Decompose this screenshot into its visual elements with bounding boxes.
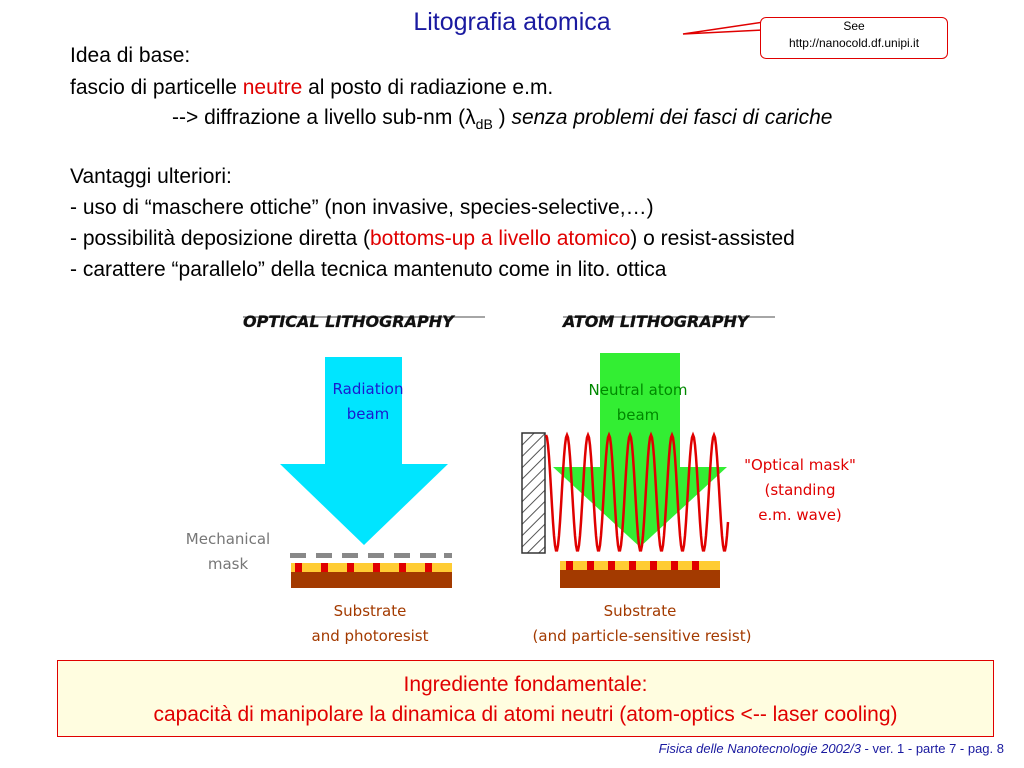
- optical-mask-label-1: "Optical mask": [744, 456, 856, 474]
- see-url[interactable]: http://nanocold.df.unipi.it: [788, 36, 920, 50]
- optical-mask-label-2: (standing: [765, 481, 836, 499]
- advantage-item-2-red: bottoms-up a livello atomico: [370, 227, 631, 250]
- substrate-left: [291, 563, 452, 588]
- mech-mask-label-1: Mechanical: [186, 530, 270, 548]
- intro-line-3-italic: senza problemi dei fasci di cariche: [505, 106, 833, 129]
- key-ingredient-text: capacità di manipolare la dinamica di at…: [153, 703, 898, 726]
- lambda-subscript: dB: [475, 116, 493, 133]
- substrate-right-label-2: (and particle-sensitive resist): [533, 627, 752, 645]
- lambda-symbol: λ: [465, 106, 476, 129]
- radiation-label-1: Radiation: [333, 380, 404, 398]
- key-ingredient-box: Ingrediente fondamentale: capacità di ma…: [57, 660, 994, 737]
- atom-lithography-title: ATOM LITHOGRAPHY: [561, 312, 750, 331]
- neutral-atom-label-2: beam: [617, 406, 660, 424]
- footer-page: - ver. 1 - parte 7 - pag. 8: [860, 741, 1004, 756]
- footer: Fisica delle Nanotecnologie 2002/3 - ver…: [659, 741, 1004, 756]
- standing-wave: [544, 431, 730, 552]
- key-ingredient-heading: Ingrediente fondamentale:: [403, 673, 648, 696]
- advantages-heading: Vantaggi ulteriori:: [70, 165, 232, 188]
- advantage-item-3: - carattere “parallelo” della tecnica ma…: [70, 258, 667, 281]
- advantage-item-2: - possibilità deposizione diretta (botto…: [70, 227, 795, 251]
- optical-lithography-title: OPTICAL LITHOGRAPHY: [243, 312, 455, 331]
- intro-line-3-close: ): [492, 106, 506, 129]
- intro-line-2-a: fascio di particelle: [70, 76, 243, 99]
- advantage-item-2-b: ) o resist-assisted: [630, 227, 795, 250]
- neutral-word: neutre: [242, 76, 303, 99]
- substrate-left-label-1: Substrate: [334, 602, 407, 620]
- intro-heading: Idea di base:: [70, 44, 191, 67]
- substrate-right-label-1: Substrate: [604, 602, 677, 620]
- mirror: [521, 432, 546, 554]
- substrate-right: [560, 561, 720, 588]
- lithography-diagram: OPTICAL LITHOGRAPHY ATOM LITHOGRAPHY Rad…: [186, 312, 856, 645]
- see-label: See: [843, 19, 865, 33]
- slide-title: Litografia atomica: [413, 8, 611, 36]
- substrate-left-label-2: and photoresist: [312, 627, 429, 645]
- neutral-atom-label-1: Neutral atom: [589, 381, 688, 399]
- radiation-label-2: beam: [347, 405, 390, 423]
- mech-mask-label-2: mask: [208, 555, 249, 573]
- intro-line-2-b: al posto di radiazione e.m.: [302, 76, 554, 99]
- intro-line-3-a: --> diffrazione a livello sub-nm (: [172, 106, 466, 129]
- optical-mask-label-3: e.m. wave): [758, 506, 842, 524]
- intro-line-2: fascio di particelle neutre al posto di …: [70, 76, 553, 100]
- footer-course: Fisica delle Nanotecnologie 2002/3: [658, 741, 861, 756]
- advantage-item-1: - uso di “maschere ottiche” (non invasiv…: [70, 196, 654, 219]
- see-note: See http://nanocold.df.unipi.it: [760, 17, 948, 59]
- intro-line-3: --> diffrazione a livello sub-nm (λdB ) …: [172, 106, 832, 132]
- neutral-atom-beam-arrow: [553, 353, 727, 547]
- advantage-item-2-a: - possibilità deposizione diretta (: [70, 227, 370, 250]
- radiation-beam-arrow: [280, 357, 448, 545]
- mechanical-mask: [290, 553, 452, 558]
